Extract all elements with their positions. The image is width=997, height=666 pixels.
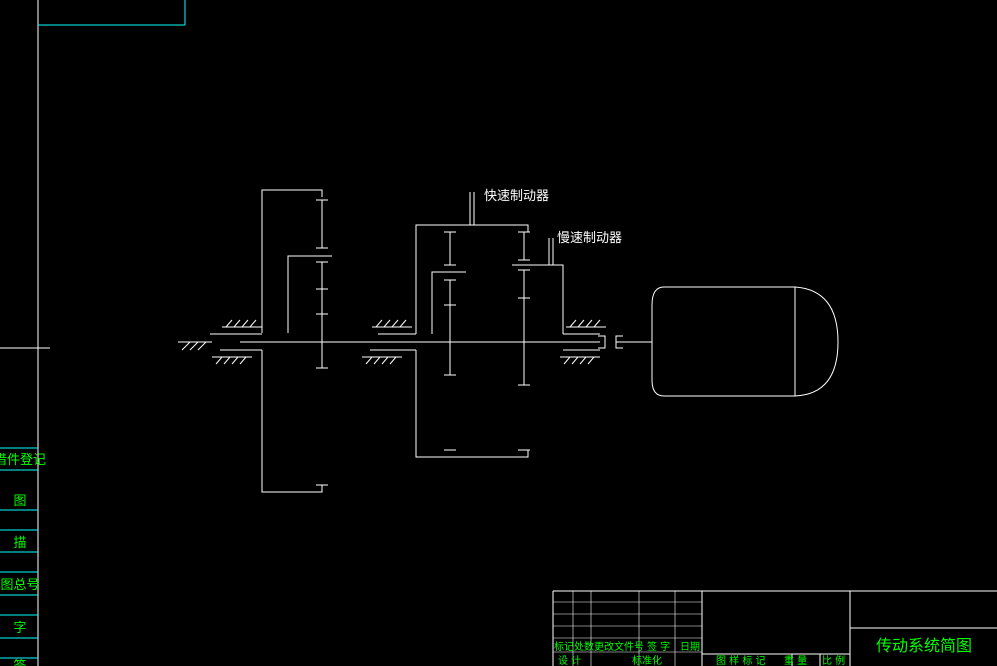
title-block-header: 更改文件号 [594,640,644,653]
side-table-cell: 图 [13,494,26,509]
title-block-label: 比 例 [822,654,845,666]
top-left-frame-box [38,0,186,26]
side-table-cell: 签 [13,658,26,666]
title-block-label: 图 样 标 记 [716,654,766,666]
bearing-supports [178,319,606,365]
fast-brake-label: 快速制动器 [484,189,549,204]
title-block-header: 签 字 [647,640,670,653]
title-block-header: 标记 [554,641,574,653]
title-block-label: 设 计 [558,654,581,666]
annotations: 快速制动器 慢速制动器 [484,189,622,246]
side-table-cell: 图总号 [0,578,39,593]
side-table-cell: 描 [13,536,26,551]
drawing-title: 传动系统简图 [876,636,972,655]
coupling [598,335,652,349]
second-stage-gearing [370,192,600,458]
slow-brake-label: 慢速制动器 [557,230,622,246]
motor [651,286,839,397]
title-block-label: 重 量 [784,654,807,666]
transmission-diagram [178,189,839,493]
title-block: 标记 处数 更改文件号 签 字 日期 设 计 标准化 图 样 标 记 重 量 比… [552,590,997,666]
title-block-label: 标准化 [632,654,662,666]
side-table-cell: 字 [13,621,26,636]
drawing-frame [0,0,50,666]
title-block-header: 处数 [574,640,594,653]
side-table-cell: 借件登记 [0,453,46,468]
title-block-header: 日期 [680,641,700,653]
first-stage-gearing [210,189,332,493]
side-table: 借件登记 图 描 图总号 字 签 [0,447,46,666]
